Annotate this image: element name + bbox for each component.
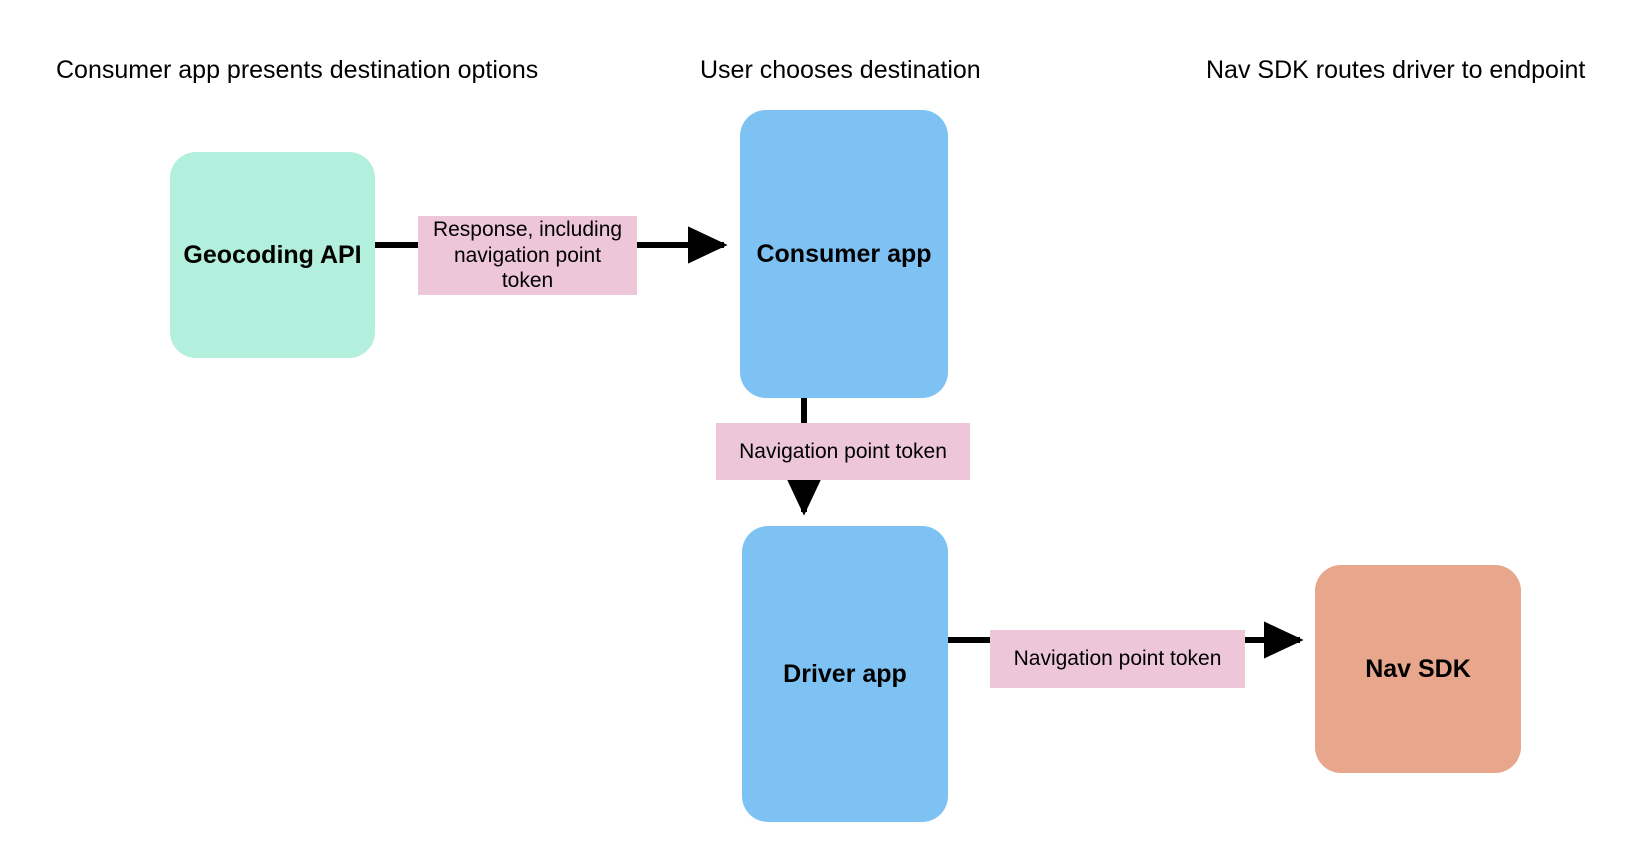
node-label-consumer-app: Consumer app [756,239,932,268]
node-geocoding-api[interactable]: Geocoding API [170,152,375,358]
node-driver-app[interactable]: Driver app [742,526,948,822]
node-nav-sdk[interactable]: Nav SDK [1315,565,1521,773]
node-label-driver-app: Driver app [783,659,907,688]
column-heading-nav-routes: Nav SDK routes driver to endpoint [1206,56,1586,84]
edge-label-driver-to-navsdk: Navigation point token [990,630,1245,688]
node-consumer-app[interactable]: Consumer app [740,110,948,398]
node-label-nav-sdk: Nav SDK [1365,654,1471,683]
edge-label-consumer-to-driver: Navigation point token [716,423,970,480]
column-heading-consumer-options: Consumer app presents destination option… [56,56,539,84]
edge-label-geocoding-to-consumer: Response, including navigation point tok… [418,216,637,295]
edge-label-text-response: Response, including navigation point tok… [432,218,623,293]
column-heading-user-chooses: User chooses destination [700,56,981,84]
node-label-geocoding-api: Geocoding API [183,240,362,269]
edge-label-text-navigation-point-token-mid: Navigation point token [739,439,947,463]
edge-label-text-navigation-point-token-bottom: Navigation point token [1013,647,1222,671]
